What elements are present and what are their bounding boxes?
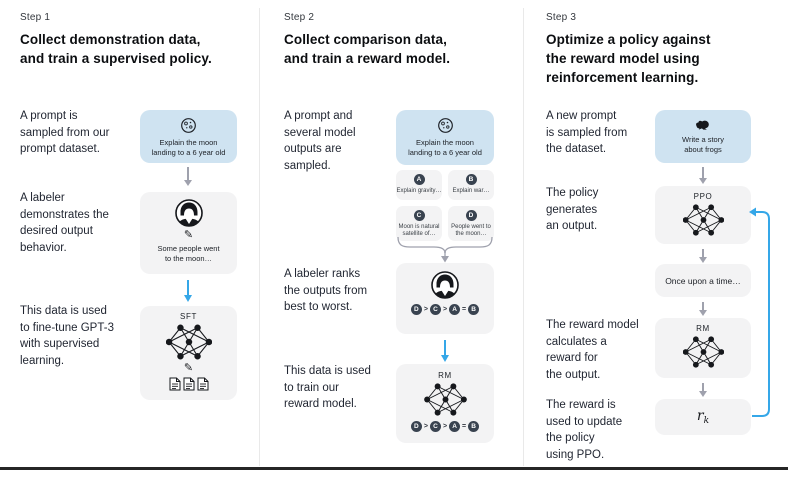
rank-badge: A [449,421,461,432]
column-divider [523,8,524,466]
caption-new-prompt: A new prompt is sampled from the dataset… [546,110,628,155]
caption-labeler-demonstrates: A labeler demonstrates the desired outpu… [20,192,109,254]
rank-separator: > [442,306,448,313]
ranking-row: D > C > A = B [410,421,480,432]
rank-separator: > [442,423,448,430]
down-arrow-icon [183,167,193,186]
rm-label: RM [696,324,710,333]
rank-badge: D [410,304,422,315]
prompt-card-2: Explain the moon landing to a 6 year old [396,110,494,165]
output-card-c: C Moon is natural satellite of… [396,206,442,241]
rm-model-card-3: RM [655,318,751,378]
output-card-b-text: Explain war… [452,187,490,194]
step-label-3: Step 3 [546,12,577,23]
prompt-card-1: Explain the moon landing to a 6 year old [140,110,237,163]
prompt-card-2-text: Explain the moon landing to a 6 year old [408,138,482,157]
blue-down-arrow-icon [440,340,450,362]
ranking-row: D > C > A = B [410,304,480,315]
rank-separator: = [462,306,467,313]
down-arrow-icon [698,167,708,184]
caption-labeler-ranks: A labeler ranks the outputs from best to… [284,268,368,313]
moon-icon [437,118,453,133]
rank-badge: C [429,304,441,315]
brace-arrow-icon [397,237,493,263]
policy-output-card: Once upon a time… [655,264,751,297]
step-title-1: Collect demonstration data, and train a … [20,32,212,66]
moon-icon [181,118,196,133]
person-avatar-icon [174,199,203,227]
sft-model-card: SFT ✎ [140,306,237,400]
caption-finetune-gpt3: This data is used to fine-tune GPT-3 wit… [20,305,114,367]
sampled-outputs: A Explain gravity… B Explain war… C Moon… [396,170,494,241]
caption-rm-calculates: The reward model calculates a reward for… [546,319,639,381]
output-letter-badge: D [465,210,477,221]
frog-icon [696,120,709,130]
policy-output-text: Once upon a time… [665,275,741,286]
step-label-1: Step 1 [20,12,51,23]
neural-network-icon [682,204,724,236]
down-arrow-icon [698,383,708,397]
sft-label: SFT [180,312,197,321]
down-arrow-icon [698,302,708,316]
reward-card: rk [655,399,751,435]
rank-separator: = [462,423,467,430]
person-avatar-icon [431,271,459,299]
neural-network-icon [165,324,212,360]
prompt-card-3: Write a story about frogs [655,110,751,163]
neural-network-icon [423,383,467,416]
caption-policy-generates: The policy generates an output. [546,187,599,232]
rank-badge: B [468,304,480,315]
loop-arrow-icon [749,207,770,417]
pencil-icon: ✎ [183,362,194,374]
rm-label: RM [438,371,452,380]
ppo-model-card: PPO [655,186,751,244]
output-card-d-text: People went to the moon… [451,223,491,237]
labeler-card-2: D > C > A = B [396,263,494,334]
output-card-b: B Explain war… [448,170,494,200]
rank-separator: > [423,423,428,430]
output-card-a: A Explain gravity… [396,170,442,200]
bottom-border [0,467,788,470]
output-letter-badge: C [413,210,425,221]
labeler-card-1: ✎ Some people went to the moon… [140,192,237,274]
rank-badge: D [410,421,422,432]
documents-icon [169,377,209,391]
output-letter-badge: B [465,174,477,185]
neural-network-icon [682,336,724,368]
ppo-label: PPO [693,192,713,201]
output-card-a-text: Explain gravity… [396,187,442,194]
step-label-2: Step 2 [284,12,315,23]
blue-down-arrow-icon [183,280,193,302]
prompt-card-1-text: Explain the moon landing to a 6 year old [151,138,226,157]
caption-prompt-sampled: A prompt is sampled from our prompt data… [20,110,110,155]
reward-value: rk [696,408,710,426]
rank-badge: C [429,421,441,432]
step-title-2: Collect comparison data, and train a rew… [284,32,451,66]
rank-badge: A [449,304,461,315]
column-divider [259,8,260,466]
labeler-card-1-text: Some people went to the moon… [157,244,220,263]
caption-reward-updates: The reward is used to update the policy … [546,399,623,461]
pencil-icon: ✎ [183,229,194,241]
rank-separator: > [423,306,428,313]
output-card-c-text: Moon is natural satellite of… [398,223,440,237]
down-arrow-icon [698,249,708,263]
prompt-card-3-text: Write a story about frogs [682,135,724,154]
step-title-3: Optimize a policy against the reward mod… [546,32,711,85]
caption-train-reward-model: This data is used to train our reward mo… [284,365,371,410]
rm-model-card-2: RM D > C > A = B [396,364,494,443]
rank-badge: B [468,421,480,432]
output-letter-badge: A [413,174,425,185]
output-card-d: D People went to the moon… [448,206,494,241]
caption-outputs-sampled: A prompt and several model outputs are s… [284,110,356,172]
